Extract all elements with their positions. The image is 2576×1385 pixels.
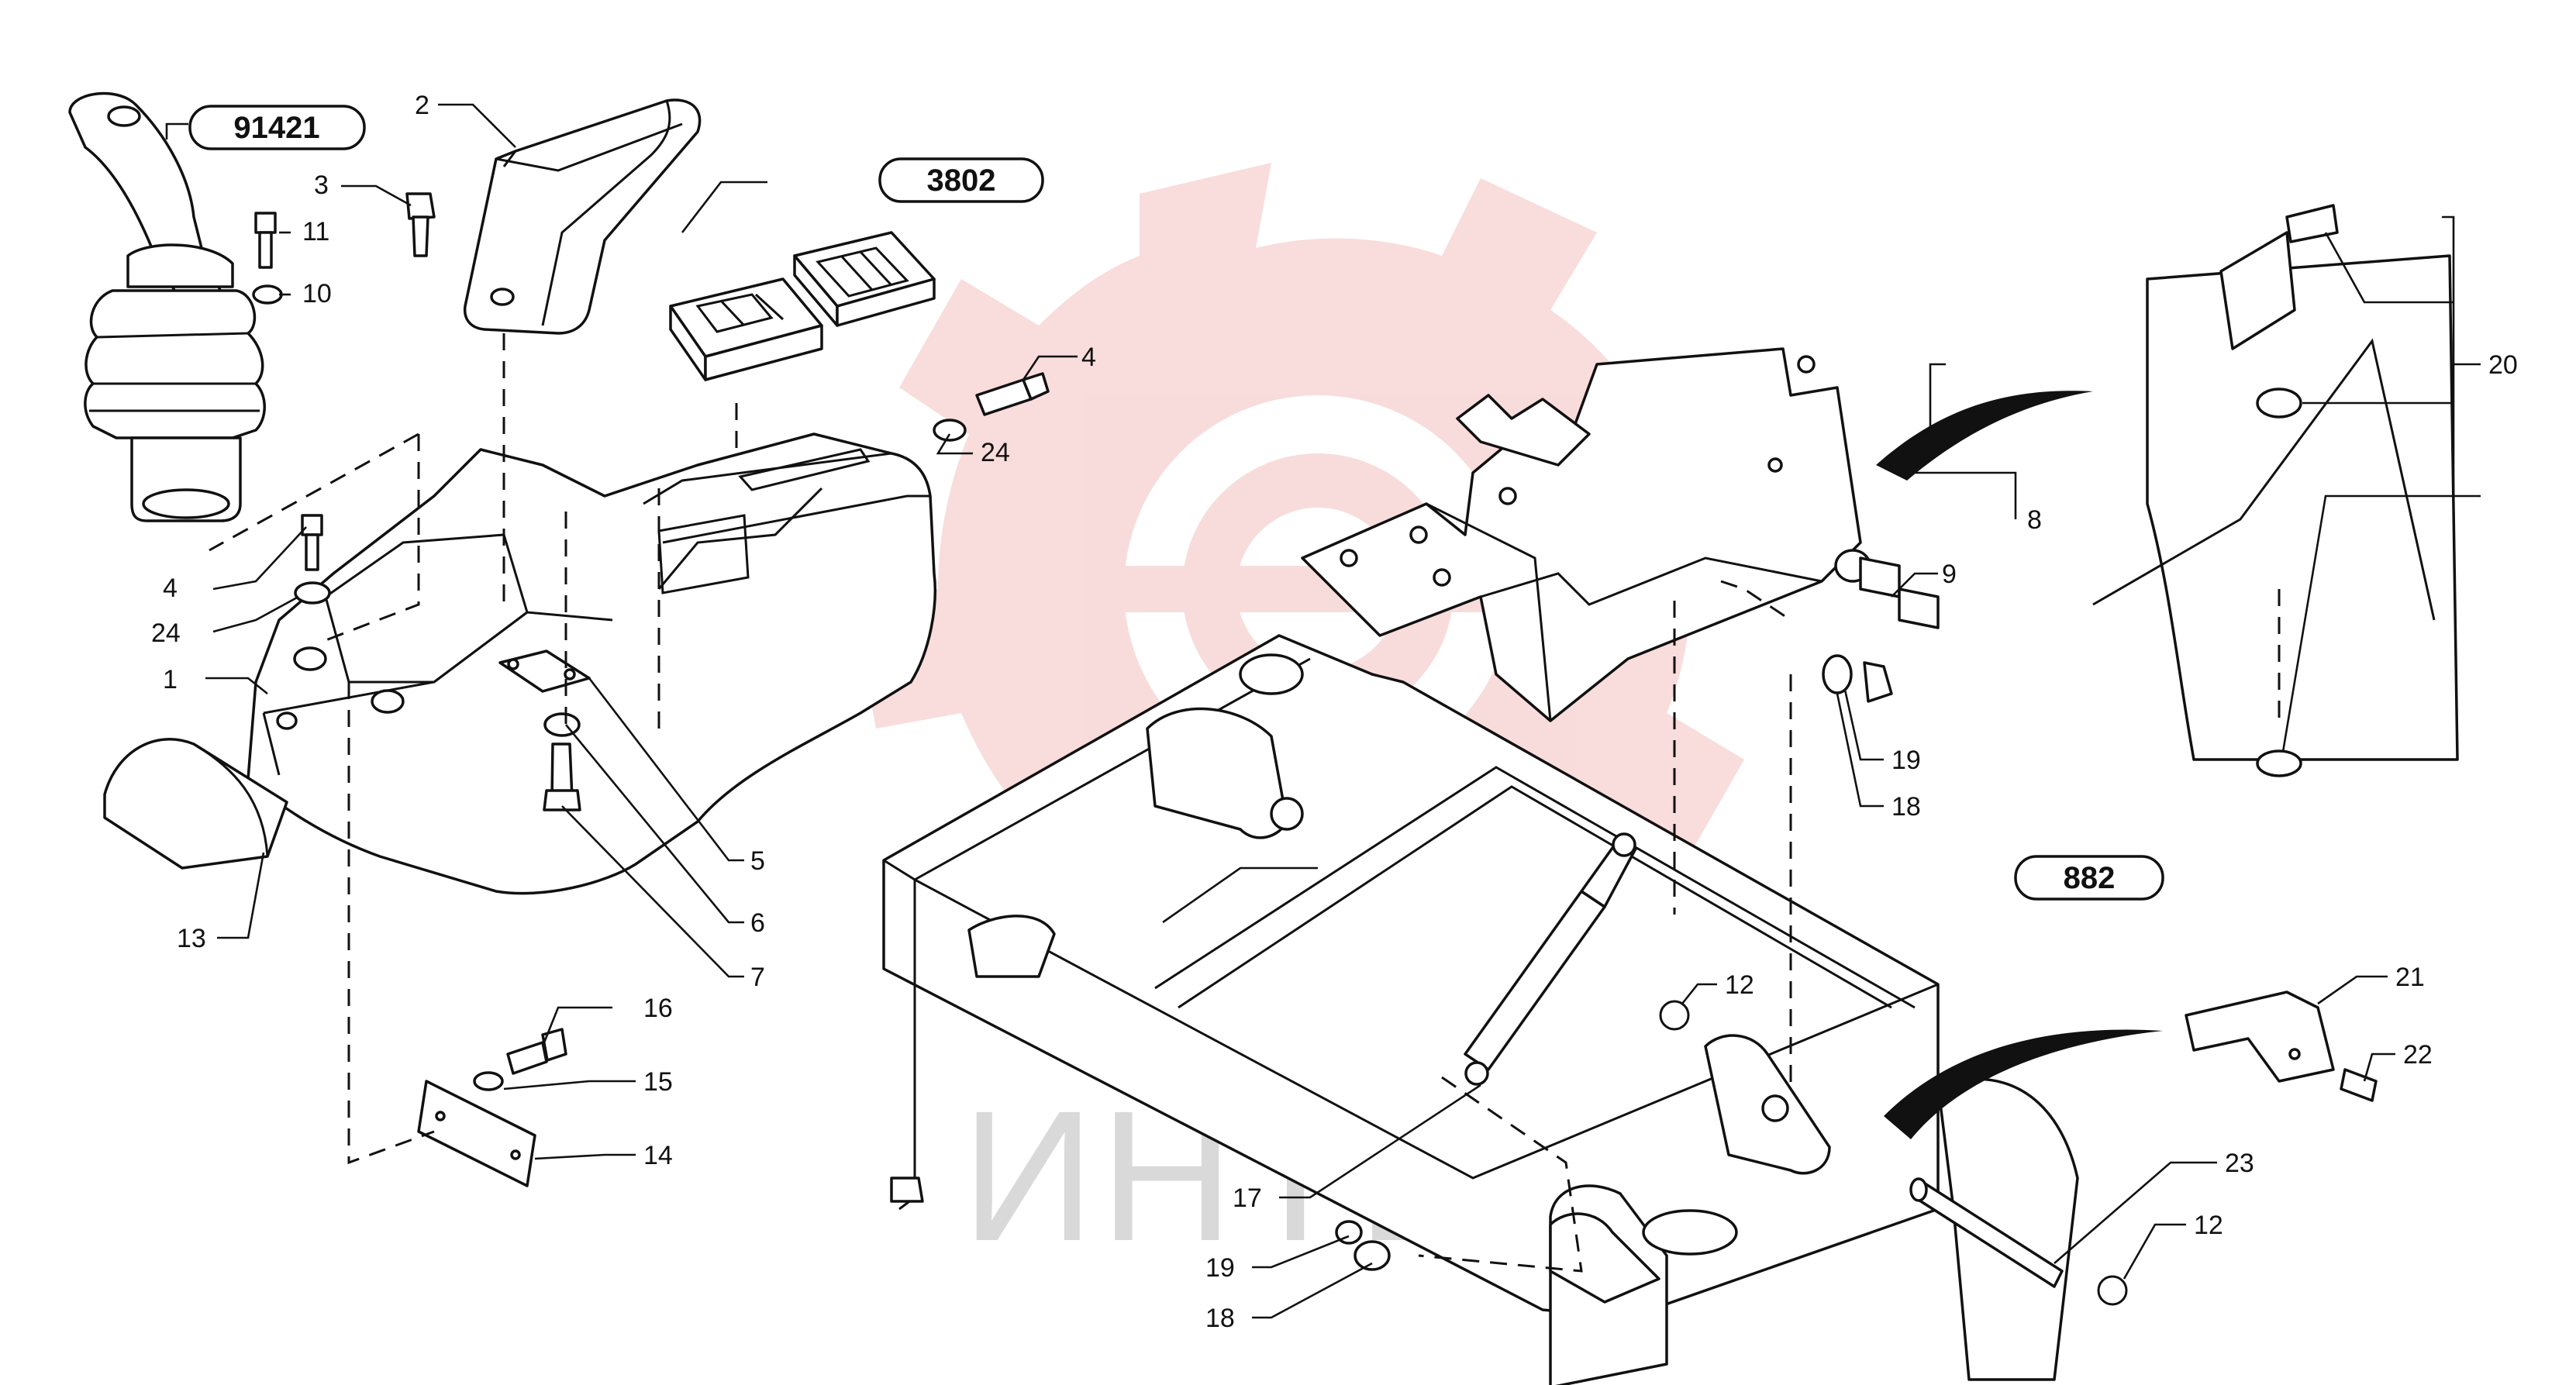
cover-plate [103,738,288,870]
callout-labels: 2 3 11 10 4 24 4 24 1 5 6 7 13 16 15 14 … [151,91,2518,1333]
callout-8: 8 [2027,505,2042,535]
inset-panel [2092,204,2459,777]
callout-5: 5 [750,846,765,876]
svg-text:3802: 3802 [927,164,996,198]
callout-18-left: 18 [1205,1304,1235,1333]
ref-box-3802: 3802 [878,157,1044,203]
bolt-3 [405,192,436,257]
callout-18-right: 18 [1891,792,1921,822]
plate-14 [417,1028,567,1187]
ref-box-91421: 91421 [188,105,366,150]
ref-box-882: 882 [2014,855,2164,901]
washers-18-19 [1335,654,1893,1271]
callout-21: 21 [2395,963,2425,992]
callout-1: 1 [163,665,178,694]
control-bracket [1301,347,1940,722]
console-housing [247,432,936,895]
bolt-4-right [933,372,1050,442]
callout-7: 7 [750,963,765,992]
bolt-4-left [294,514,331,605]
pin-23 [1909,1177,2128,1306]
callout-12-bottom: 12 [2194,1211,2223,1240]
callout-11: 11 [302,217,329,246]
callout-13: 13 [177,924,206,953]
leader-lines [165,103,2481,1319]
callout-6: 6 [750,908,765,938]
callout-10: 10 [302,279,332,308]
callout-3: 3 [314,171,329,200]
callout-4-right: 4 [1081,343,1096,372]
switch-panel-assembly [669,231,936,381]
armrest-cover [463,98,702,335]
callout-16: 16 [643,994,673,1023]
callout-17: 17 [1233,1183,1262,1213]
callout-19-left: 19 [1205,1253,1235,1283]
callout-12-top: 12 [1725,970,1754,1000]
svg-text:882: 882 [2064,861,2116,895]
assembly-lines [209,333,2281,1273]
callout-14: 14 [643,1141,673,1170]
bolt-10-11 [252,212,283,305]
joystick-assembly [68,91,266,522]
callout-19-right: 19 [1891,746,1921,775]
gas-spring [1464,832,1637,1086]
bracket-21 [2185,991,2378,1102]
frame-assembly [882,634,2079,1385]
assembly-arrows [1876,391,2163,1139]
callout-4-left: 4 [163,574,178,603]
svg-text:91421: 91421 [233,111,319,145]
callout-20: 20 [2488,350,2518,380]
callout-2: 2 [415,91,429,120]
callout-23: 23 [2225,1149,2254,1178]
callout-22: 22 [2403,1040,2433,1070]
callout-24-right: 24 [981,438,1010,467]
callout-15: 15 [643,1067,673,1097]
callout-24-left: 24 [151,618,181,648]
callout-9: 9 [1942,560,1957,589]
